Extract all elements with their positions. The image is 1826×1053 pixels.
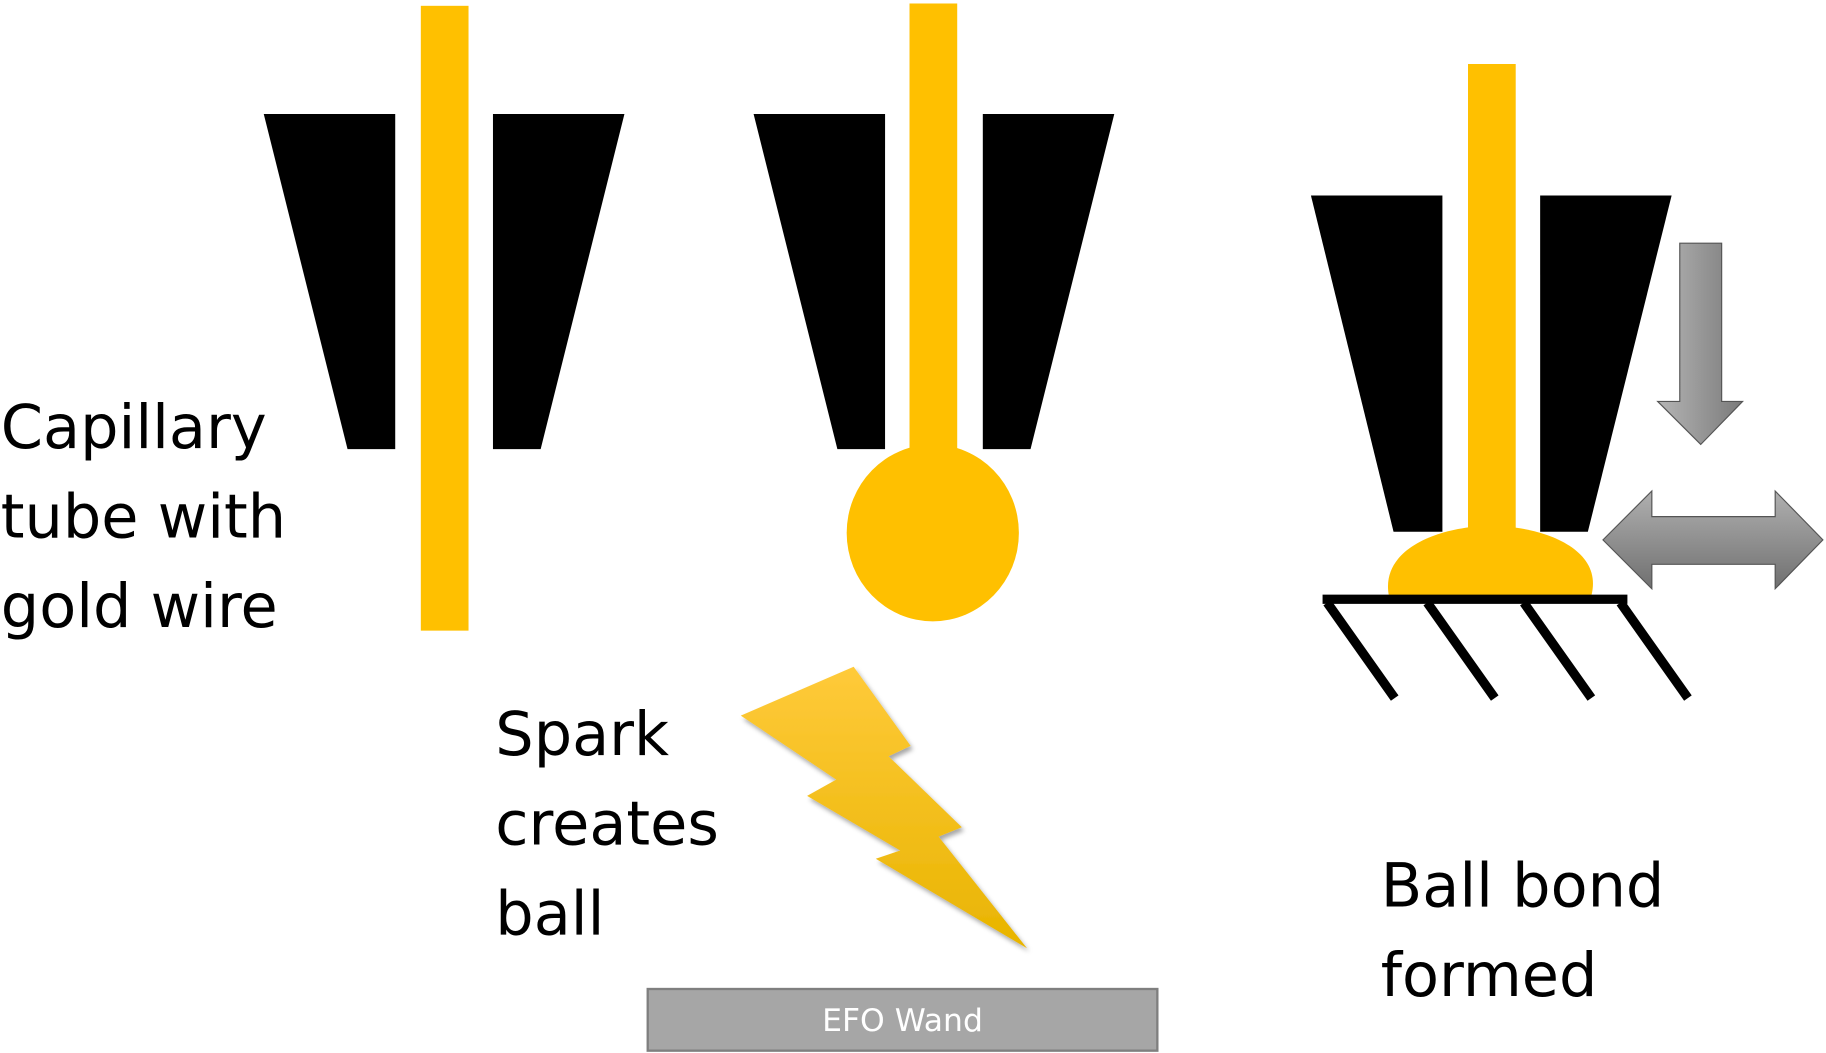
ultrasonic-double-arrow-icon	[1602, 489, 1824, 591]
step1-capillary	[263, 5, 625, 631]
capillary-right-wall	[492, 114, 625, 450]
gold-wire	[1468, 63, 1516, 542]
step3-label: Ball bond formed	[1381, 851, 1684, 1011]
efo-wand: EFO Wand	[646, 987, 1159, 1052]
capillary-right-wall	[982, 114, 1115, 450]
capillary-left-wall	[753, 114, 886, 450]
step1-label-line: tube with	[1, 483, 286, 553]
step1-label: Capillary tube with gold wire	[1, 393, 306, 642]
step3-label-line: formed	[1381, 941, 1598, 1011]
capillary-left-wall	[263, 114, 396, 450]
capillary-left-wall	[1310, 195, 1443, 532]
step2-capillary	[753, 3, 1115, 622]
spark-bolt-icon	[740, 666, 1028, 949]
capillary-right-wall	[1540, 195, 1672, 532]
step2-label-line: ball	[495, 879, 604, 949]
step3-capillary	[1310, 63, 1672, 596]
step3-label-line: Ball bond	[1381, 851, 1665, 921]
step1-label-line: gold wire	[1, 572, 278, 642]
gold-wire	[420, 5, 469, 631]
gold-wire	[909, 3, 958, 458]
step2-label: Spark creates ball	[495, 700, 738, 949]
gold-ball	[846, 444, 1019, 622]
bonded-ball	[1387, 525, 1593, 596]
step1-label-line: Capillary	[1, 393, 267, 463]
step2-label-line: Spark	[495, 700, 669, 770]
efo-wand-label: EFO Wand	[822, 1003, 983, 1039]
step2-label-line: creates	[495, 790, 719, 860]
down-force-arrow-icon	[1656, 242, 1744, 446]
substrate	[1322, 594, 1692, 701]
